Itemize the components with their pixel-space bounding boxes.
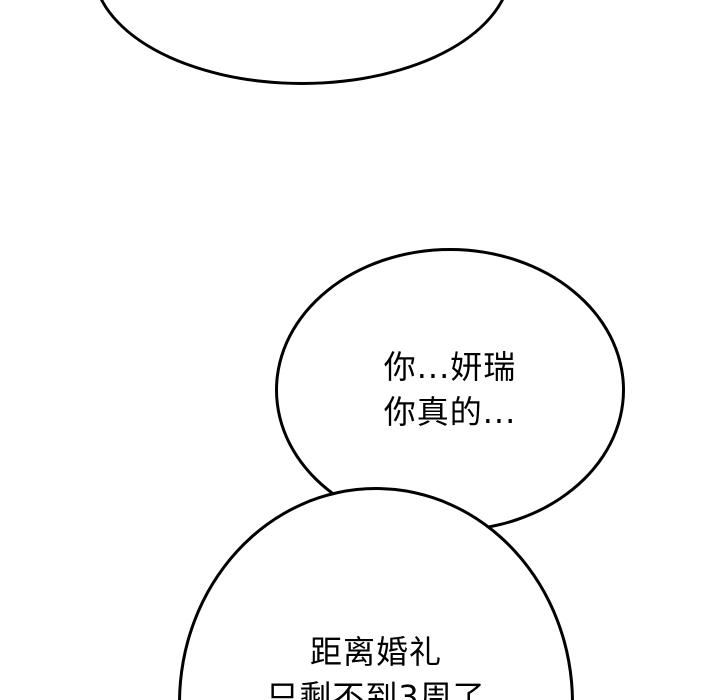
speech-bubble-top bbox=[92, 0, 512, 85]
speech-bubble-middle: 你...妍瑞 你真的... bbox=[275, 248, 625, 532]
speech-line: 只剩不到3周了 bbox=[266, 678, 486, 700]
speech-line: 你真的... bbox=[383, 393, 517, 431]
speech-line: 距离婚礼 bbox=[309, 633, 442, 671]
speech-text-middle: 你...妍瑞 你真的... bbox=[384, 345, 517, 435]
speech-line: 你...妍瑞 bbox=[383, 348, 517, 386]
speech-text-bottom: 距离婚礼 只剩不到3周了 bbox=[181, 630, 571, 700]
